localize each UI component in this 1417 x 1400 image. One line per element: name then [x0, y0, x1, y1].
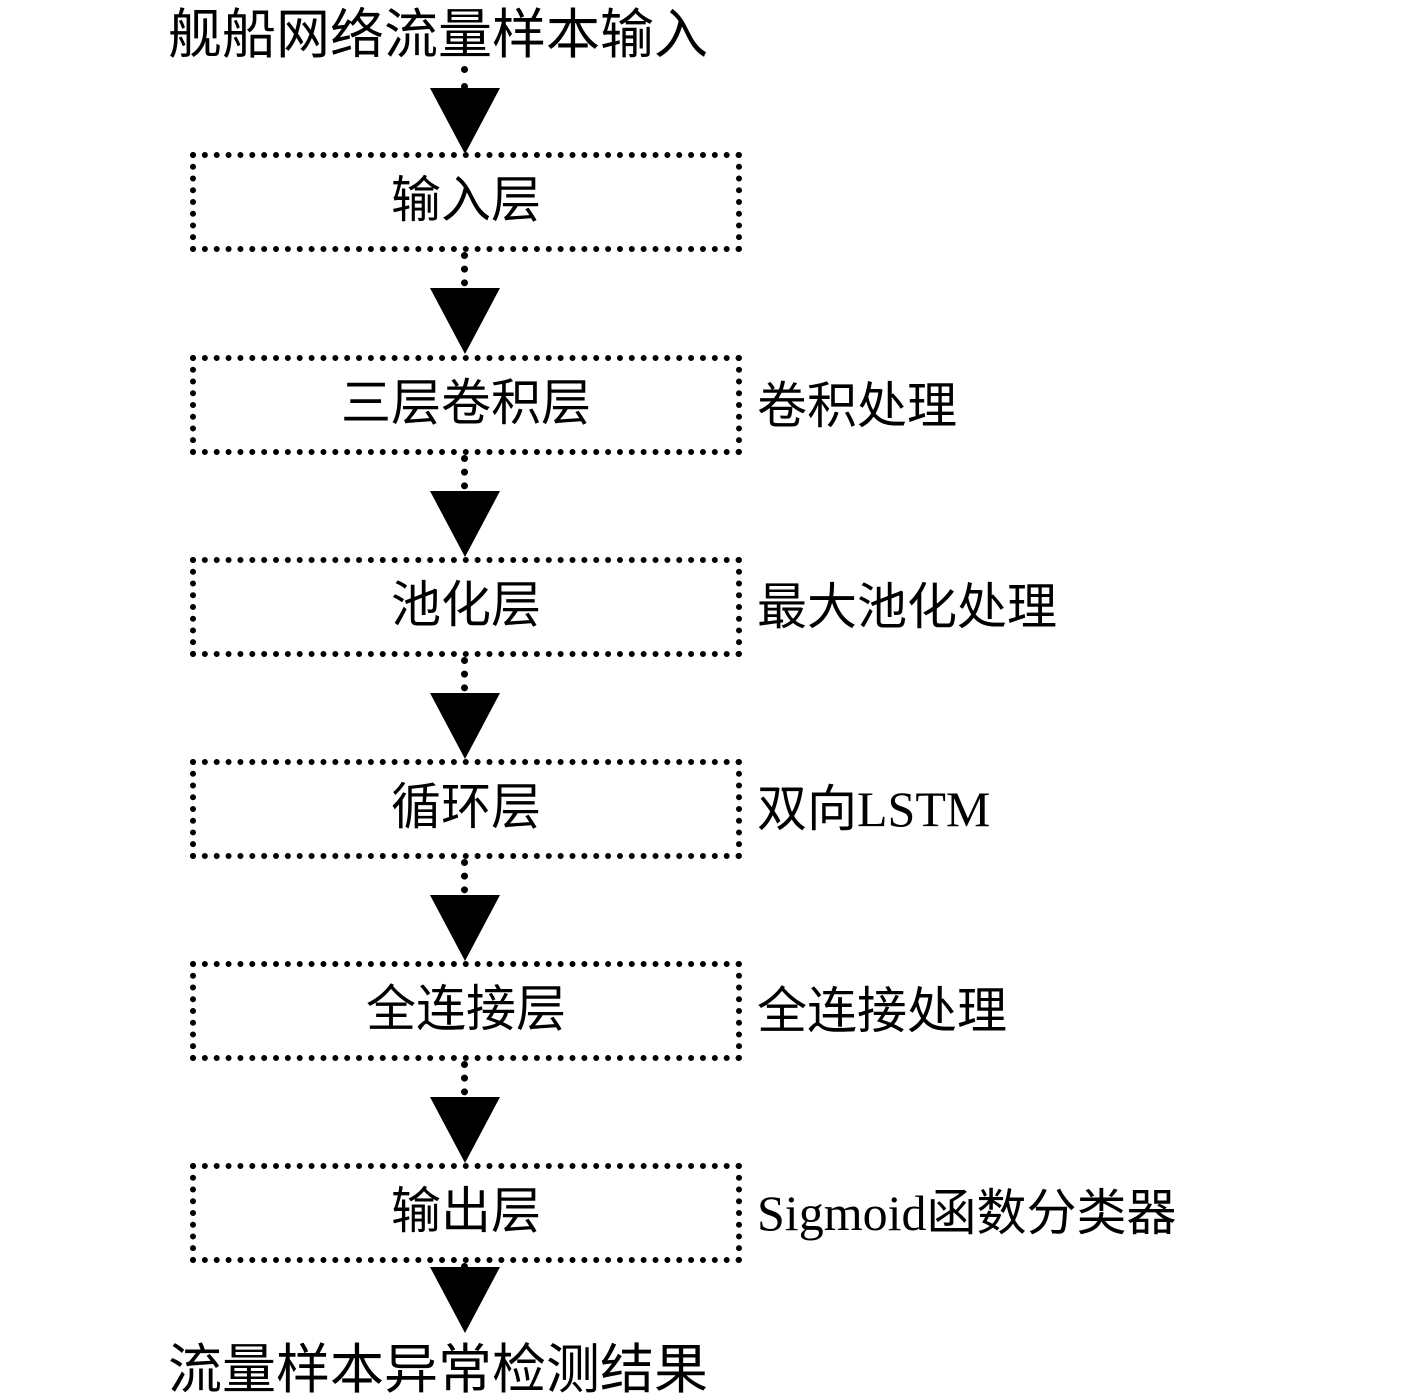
annotation-fully-connected: 全连接处理	[757, 983, 1007, 1039]
node-label: 输出层	[391, 1183, 541, 1239]
connector-stem	[461, 657, 468, 705]
connector-stem	[461, 1263, 468, 1289]
annotation-conv-layers: 卷积处理	[757, 378, 957, 434]
node-input-layer[interactable]: 输入层	[190, 152, 742, 252]
node-label: 全连接层	[366, 981, 566, 1037]
node-pooling-layer[interactable]: 池化层	[190, 557, 742, 657]
output-caption: 流量样本异常检测结果	[168, 1340, 708, 1400]
node-output-layer[interactable]: 输出层	[190, 1163, 742, 1263]
annotation-recurrent-layer: 双向LSTM	[757, 781, 991, 837]
connector-stem	[461, 66, 468, 90]
connector-stem	[461, 859, 468, 907]
arrowhead-down-icon	[430, 491, 500, 557]
connector-stem	[461, 1061, 468, 1109]
annotation-pooling-layer: 最大池化处理	[757, 579, 1057, 635]
arrowhead-down-icon	[430, 288, 500, 354]
arrowhead-down-icon	[430, 895, 500, 961]
connector-stem	[461, 455, 468, 503]
node-recurrent-layer[interactable]: 循环层	[190, 759, 742, 859]
connector-stem	[461, 252, 468, 300]
node-label: 循环层	[391, 779, 541, 835]
node-label: 三层卷积层	[341, 375, 591, 431]
node-conv-layers[interactable]: 三层卷积层	[190, 355, 742, 455]
arrowhead-down-icon	[430, 693, 500, 759]
annotation-output-layer: Sigmoid函数分类器	[757, 1185, 1177, 1241]
arrowhead-down-icon	[430, 1267, 500, 1333]
node-label: 池化层	[391, 577, 541, 633]
node-fully-connected[interactable]: 全连接层	[190, 961, 742, 1061]
arrowhead-down-icon	[430, 1097, 500, 1163]
node-label: 输入层	[391, 172, 541, 228]
arrowhead-down-icon	[430, 88, 500, 154]
input-caption: 舰船网络流量样本输入	[168, 5, 708, 65]
